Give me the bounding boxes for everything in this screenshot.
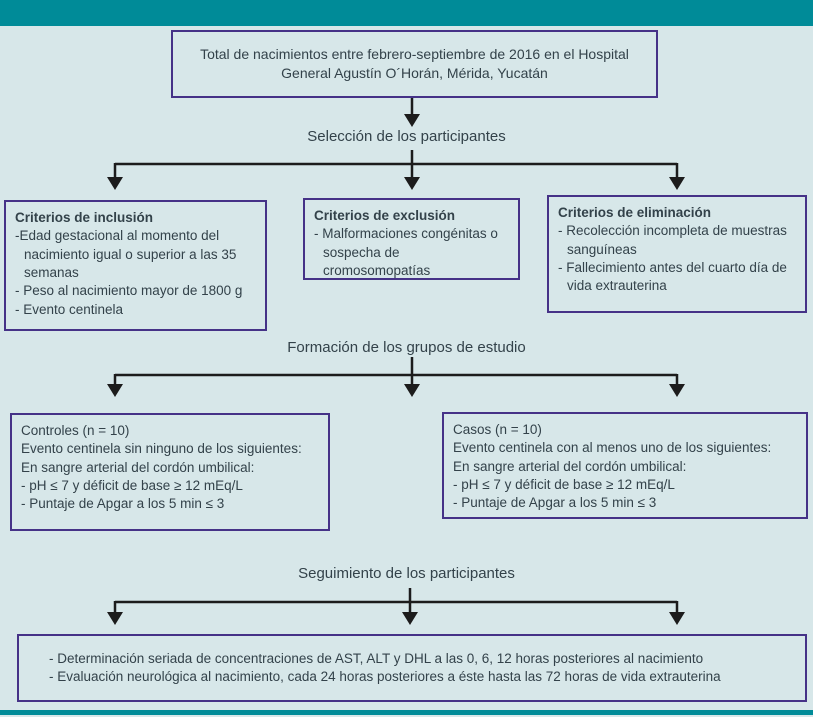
elimination-criteria-item: - Fallecimiento antes del cuarto día de … <box>558 260 787 294</box>
total-births-box: Total de nacimientos entre febrero-septi… <box>171 30 658 98</box>
controls-group-title: Controles (n = 10) <box>21 423 130 438</box>
exclusion-criteria-item: - Malformaciones congénitas o sospecha d… <box>314 226 498 279</box>
exclusion-criteria-title: Criterios de exclusión <box>314 208 456 223</box>
controls-group-line: En sangre arterial del cordón umbilical: <box>21 459 255 475</box>
exclusion-criteria-box: Criterios de exclusión - Malformaciones … <box>303 198 520 280</box>
elimination-criteria-item: - Recolección incompleta de muestras san… <box>558 223 787 257</box>
footer-bar <box>0 710 813 715</box>
cases-group-line: En sangre arterial del cordón umbilical: <box>453 458 687 474</box>
inclusion-criteria-item: -Edad gestacional al momento del nacimie… <box>15 228 237 281</box>
cases-group-line: - pH ≤ 7 y déficit de base ≥ 12 mEq/L <box>453 477 675 493</box>
inclusion-criteria-box: Criterios de inclusión -Edad gestacional… <box>4 200 267 331</box>
stage-label-followup: Seguimiento de los participantes <box>298 565 515 582</box>
controls-group-line: - pH ≤ 7 y déficit de base ≥ 12 mEq/L <box>21 478 243 494</box>
cases-group-box: Casos (n = 10) Evento centinela con al m… <box>442 412 808 519</box>
controls-group-box: Controles (n = 10) Evento centinela sin … <box>10 413 330 531</box>
total-births-line1: Total de nacimientos entre febrero-septi… <box>200 45 629 62</box>
cases-group-line: - Puntaje de Apgar a los 5 min ≤ 3 <box>453 495 657 511</box>
inclusion-criteria-title: Criterios de inclusión <box>15 210 154 225</box>
followup-line: - Determinación seriada de concentracion… <box>49 650 704 666</box>
cases-group-title: Casos (n = 10) <box>453 422 542 437</box>
inclusion-criteria-item: - Evento centinela <box>15 301 124 317</box>
controls-group-line: - Puntaje de Apgar a los 5 min ≤ 3 <box>21 496 225 512</box>
stage-label-group-formation: Formación de los grupos de estudio <box>287 339 526 356</box>
stage-label-selection: Selección de los participantes <box>307 128 506 145</box>
cases-group-line: Evento centinela con al menos uno de los… <box>453 440 772 456</box>
elimination-criteria-box: Criterios de eliminación - Recolección i… <box>547 195 807 313</box>
header-bar <box>0 0 813 26</box>
followup-box: - Determinación seriada de concentracion… <box>17 634 807 702</box>
controls-group-line: Evento centinela sin ninguno de los sigu… <box>21 441 302 457</box>
elimination-criteria-title: Criterios de eliminación <box>558 205 712 220</box>
followup-line: - Evaluación neurológica al nacimiento, … <box>49 669 721 684</box>
total-births-line2: General Agustín O´Horán, Mérida, Yucatán <box>281 65 548 81</box>
inclusion-criteria-item: - Peso al nacimiento mayor de 1800 g <box>15 283 243 299</box>
